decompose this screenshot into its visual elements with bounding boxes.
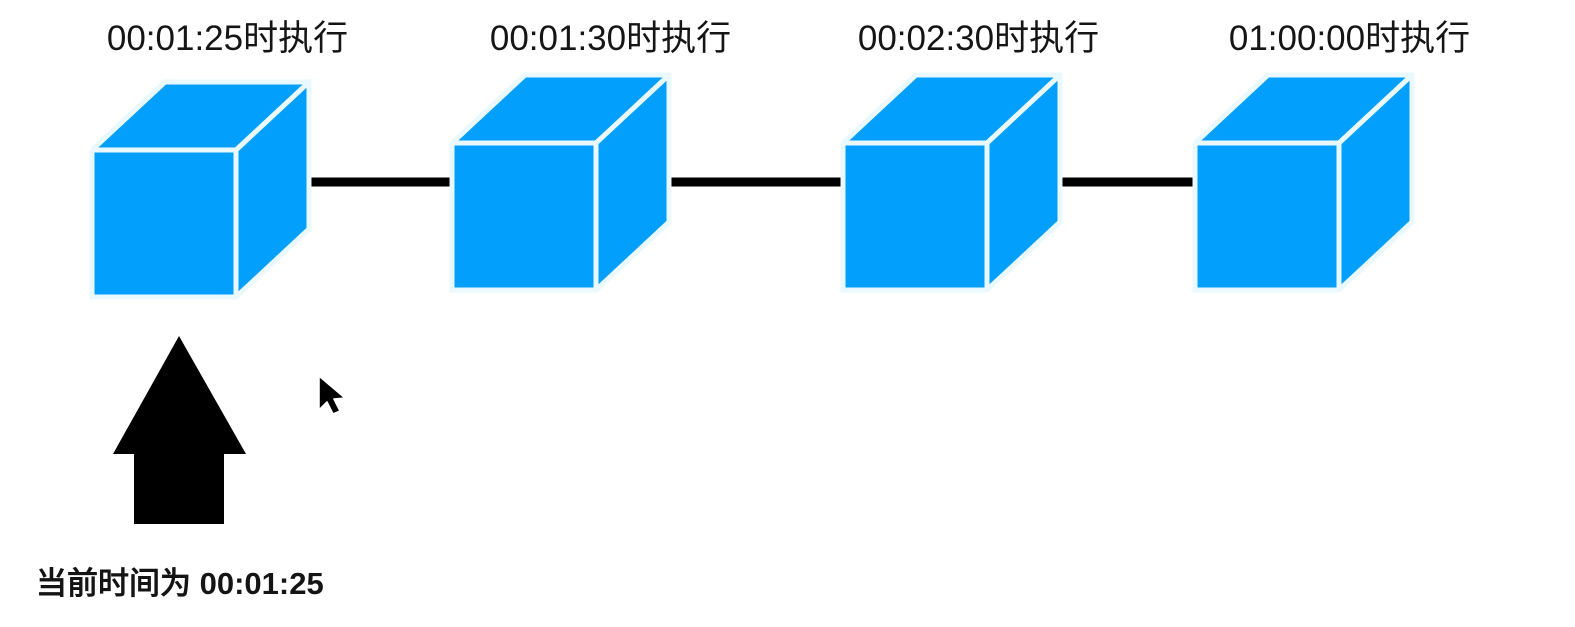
node-label-2: 00:01:30时执行 — [489, 19, 732, 58]
cube-node-1[interactable] — [92, 82, 309, 297]
current-node-pointer-arrow — [113, 336, 246, 524]
cube-node-2[interactable] — [452, 75, 669, 290]
node-label-4: 01:00:00时执行 — [1228, 19, 1471, 58]
current-time-status: 当前时间为 00:01:25 — [36, 566, 324, 601]
node-label-3: 00:02:30时执行 — [857, 19, 1100, 58]
mouse-cursor-icon — [318, 375, 346, 415]
node-label-1: 00:01:25时执行 — [106, 19, 349, 58]
cube-node-4[interactable] — [1195, 75, 1412, 290]
cube-node-3[interactable] — [843, 75, 1060, 290]
